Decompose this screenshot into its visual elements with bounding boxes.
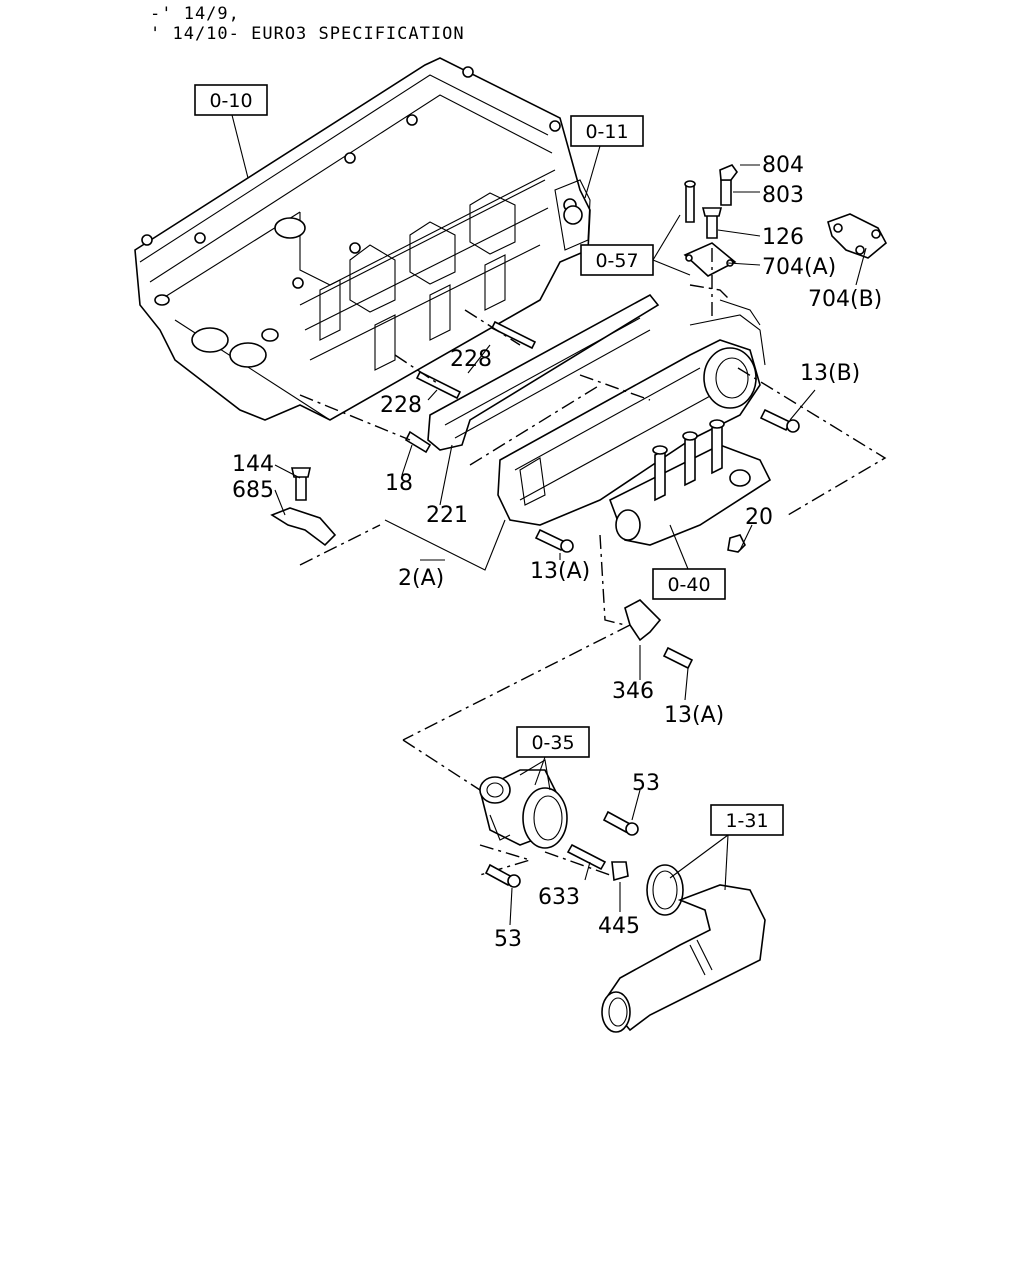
ref-box-0-40[interactable]: 0-40 <box>652 568 726 600</box>
callout-2a: 2(A) <box>398 566 444 591</box>
ref-box-0-35-label: 0-35 <box>531 732 574 754</box>
callout-126: 126 <box>762 225 804 250</box>
callout-20: 20 <box>745 505 773 530</box>
fuel-injector-block <box>608 419 772 553</box>
callout-53-lower: 53 <box>494 927 522 952</box>
callout-18: 18 <box>385 471 413 496</box>
callout-704b: 704(B) <box>808 287 882 312</box>
throttle-flange <box>683 164 761 326</box>
callout-803: 803 <box>762 183 804 208</box>
ref-box-0-57[interactable]: 0-57 <box>580 244 654 276</box>
bracket-346 <box>624 599 694 670</box>
callout-53-upper: 53 <box>632 771 660 796</box>
ref-box-0-10[interactable]: 0-10 <box>194 84 268 116</box>
callout-144: 144 <box>232 452 274 477</box>
plate-704b <box>827 213 888 259</box>
hose-clamp <box>646 864 684 916</box>
callout-221: 221 <box>426 503 468 528</box>
callout-804: 804 <box>762 153 804 178</box>
callout-13b: 13(B) <box>800 361 860 386</box>
header-line-2: ' 14/10- EURO3 SPECIFICATION <box>150 24 465 44</box>
callout-685: 685 <box>232 478 274 503</box>
ref-box-0-57-label: 0-57 <box>595 250 638 272</box>
studs-228 <box>415 320 537 400</box>
ref-box-0-35[interactable]: 0-35 <box>516 726 590 758</box>
callout-228-lower: 228 <box>380 393 422 418</box>
callout-704a: 704(A) <box>762 255 836 280</box>
ref-box-0-11[interactable]: 0-11 <box>570 115 644 147</box>
header-line-1: -' 14/9, <box>150 4 240 24</box>
callout-228-upper: 228 <box>450 347 492 372</box>
intake-hose <box>601 884 766 1033</box>
bracket-685 <box>270 467 337 547</box>
intake-gasket <box>427 293 660 451</box>
callout-633: 633 <box>538 885 580 910</box>
ref-box-0-40-label: 0-40 <box>667 574 710 596</box>
callout-13a-upper: 13(A) <box>530 559 590 584</box>
ref-box-0-11-label: 0-11 <box>585 121 628 143</box>
ref-box-1-31[interactable]: 1-31 <box>710 804 784 836</box>
callout-445: 445 <box>598 914 640 939</box>
ref-box-0-10-label: 0-10 <box>209 90 252 112</box>
valve-fasteners <box>484 810 639 888</box>
bolts <box>404 408 800 553</box>
intake-manifold <box>497 314 766 526</box>
cylinder-head <box>134 57 591 421</box>
ref-box-1-31-label: 1-31 <box>725 810 768 832</box>
callout-346: 346 <box>612 679 654 704</box>
callout-13a-lower: 13(A) <box>664 703 724 728</box>
throttle-valve <box>479 759 568 849</box>
